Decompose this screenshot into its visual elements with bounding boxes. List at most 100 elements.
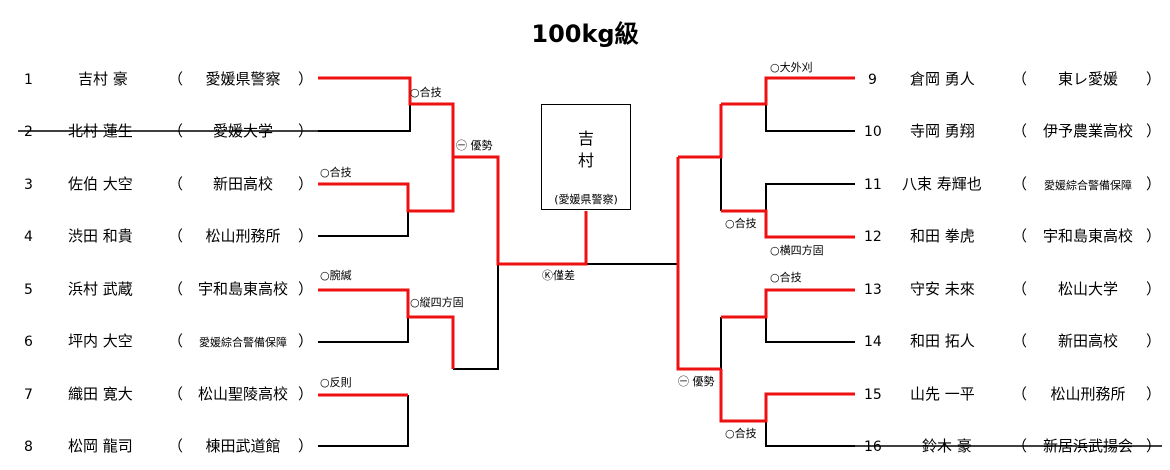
player-affiliation: 東レ愛媛 [1057,70,1118,88]
result-label: ○大外刈 [770,61,813,74]
player-name: 織田 寛大 [68,385,133,403]
bracket-line [765,80,855,132]
player-number: 1 [24,72,33,88]
bracket-line [765,183,855,211]
winner-line [678,104,723,159]
winner-line [721,288,855,319]
winner-line [719,369,855,423]
player-number: 6 [24,334,33,350]
paren-open: （ [1012,332,1028,350]
result-label: ○合技 [770,271,802,284]
bracket-line [765,291,855,343]
bracket-winning-lines [318,76,855,423]
player-number: 15 [864,387,882,403]
paren-open: （ [168,227,184,245]
winner-box: 吉 村 (愛媛県警察) [541,104,631,210]
paren-open: （ [1012,175,1028,193]
bracket-line [318,104,411,132]
player-name: 和田 拓人 [910,332,975,350]
winner-name-line-2: 村 [577,151,594,170]
winner-line [318,157,455,213]
player-affiliation: 愛媛綜合警備保障 [1044,179,1132,192]
player-affiliation: 新田高校 [212,175,273,193]
result-label: ㊀ 優勢 [456,139,493,152]
winner-line [318,288,455,369]
player-affiliation: 新田高校 [1057,332,1118,350]
winner-line [676,157,721,371]
player-name: 佐伯 大空 [68,175,133,193]
paren-open: （ [168,175,184,193]
strikethrough-lines [18,130,1162,447]
player-name: 坪内 大空 [68,332,133,350]
player-name: 山先 一平 [910,385,975,403]
player-name: 倉岡 勇人 [910,70,975,88]
player-affiliation: 宇和島東高校 [197,280,288,298]
player-name: 浜村 武蔵 [68,280,133,298]
bracket-line [318,395,409,447]
bracket-line [765,421,855,447]
player-affiliation: 松山大学 [1057,280,1118,298]
paren-close: ） [298,70,314,88]
result-label: ○反則 [320,376,352,389]
final-result-label: Ⓚ僅差 [542,269,575,282]
player-affiliation: 棟田武道館 [205,437,281,455]
player-affiliation: 伊予農業高校 [1042,122,1133,140]
player-name: 渋田 和貴 [68,227,133,245]
paren-open: （ [1012,70,1028,88]
player-number: 9 [868,72,877,88]
paren-close: ） [1146,175,1162,193]
paren-open: （ [168,385,184,403]
paren-open: （ [168,437,184,455]
result-label: ㊀ 優勢 [678,375,715,388]
player-number: 12 [864,229,882,245]
winner-line [721,209,855,239]
paren-close: ） [1146,332,1162,350]
player-number: 5 [24,282,33,298]
player-number: 13 [864,282,882,298]
paren-open: （ [168,332,184,350]
paren-open: （ [1012,280,1028,298]
paren-close: ） [1146,227,1162,245]
player-affiliation: 愛媛綜合警備保障 [199,336,287,349]
result-label: ○腕緘 [320,269,352,282]
player-affiliation: 松山聖陵高校 [197,385,288,403]
winner-affiliation: (愛媛県警察) [554,193,618,206]
player-affiliation: 愛媛県警察 [205,70,281,88]
paren-close: ） [298,332,314,350]
paren-open: （ [1012,385,1028,403]
winner-name-line-1: 吉 [577,129,594,148]
player-number: 7 [24,387,33,403]
player-name: 八束 寿輝也 [902,175,982,193]
paren-close: ） [1146,280,1162,298]
paren-open: （ [1012,122,1028,140]
bracket-line [318,211,409,237]
player-number: 2 [24,124,33,140]
player-name: 守安 未來 [910,280,975,298]
player-affiliation: 松山刑務所 [1050,385,1126,403]
paren-close: ） [298,385,314,403]
paren-close: ） [1146,70,1162,88]
bracket-line [678,317,722,370]
player-number: 8 [24,439,33,455]
paren-close: ） [298,280,314,298]
bracket-line [318,317,409,343]
result-label: ○横四方固 [770,244,824,257]
player-number: 4 [24,229,33,245]
paren-close: ） [298,227,314,245]
paren-close: ） [298,175,314,193]
winner-line [721,76,855,106]
player-number: 16 [864,439,882,455]
player-name: 寺岡 勇翔 [910,122,975,140]
result-label: ○合技 [320,166,352,179]
result-label: ○縦四方固 [410,296,464,309]
page-title: 100kg級 [531,20,639,48]
paren-open: （ [168,70,184,88]
player-name: 松岡 龍司 [68,437,133,455]
result-label: ○合技 [725,427,757,440]
player-number: 14 [864,334,882,350]
paren-close: ） [298,437,314,455]
player-number: 3 [24,177,33,193]
paren-close: ） [1146,385,1162,403]
player-name: 吉村 豪 [78,70,128,88]
